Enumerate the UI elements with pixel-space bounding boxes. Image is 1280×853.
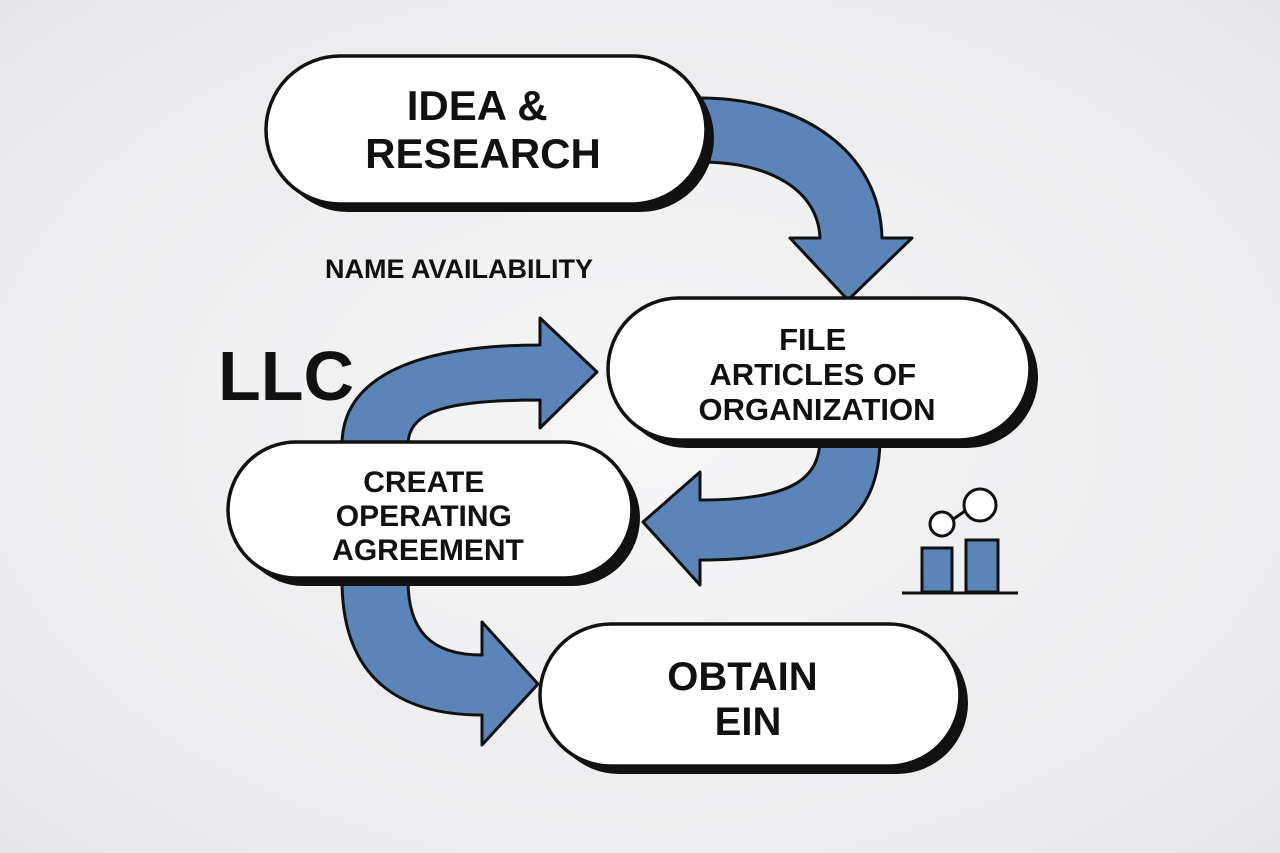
step-file-articles: FILE ARTICLES OF ORGANIZATION	[606, 296, 1038, 448]
step-label-line: IDEA &	[407, 82, 548, 129]
step-create-agreement: CREATE OPERATING AGREEMENT	[226, 440, 640, 586]
icon-node-small	[928, 510, 956, 538]
step-box	[606, 296, 1032, 442]
svg-text:FILE ARTICLES OF O: FILE ARTICLES OF ORGANIZATION	[698, 322, 935, 427]
flow-arrows	[340, 96, 914, 747]
step-idea-research: IDEA & RESEARCH	[264, 54, 714, 212]
step-box	[264, 54, 708, 206]
step-box	[538, 622, 962, 768]
step-label-line: OBTAIN	[667, 655, 817, 699]
icon-bar-right	[964, 538, 1000, 594]
step-label-line: OPERATING	[336, 500, 512, 533]
step-label-line: EIN	[715, 700, 782, 744]
diagram-title: LLC	[218, 337, 354, 415]
bar-chart-network-icon	[902, 487, 1018, 595]
step-label-line: CREATE	[363, 466, 484, 499]
step-obtain-ein: OBTAIN EIN	[538, 622, 968, 774]
icon-node-large	[962, 487, 998, 523]
icon-bar-left	[920, 546, 954, 594]
step-label-line: ARTICLES OF	[709, 357, 916, 392]
arrow-create-to-file	[340, 316, 599, 447]
step-label-line: RESEARCH	[365, 130, 601, 177]
svg-text:IDEA & RESEARCH: IDEA & RESEARCH	[365, 82, 601, 177]
svg-text:CREATE OPERATING A: CREATE OPERATING AGREEMENT	[332, 466, 524, 567]
step-label-line: AGREEMENT	[332, 534, 524, 567]
arrow-create-to-obtain	[340, 578, 540, 747]
diagram-subtitle: NAME AVAILABILITY	[325, 254, 593, 284]
arrow-idea-to-file	[698, 96, 914, 302]
step-box	[226, 440, 634, 580]
step-label-line: ORGANIZATION	[698, 392, 935, 427]
step-label-line: FILE	[779, 322, 846, 357]
arrow-file-to-create	[641, 436, 882, 587]
svg-text:OBTAIN EIN: OBTAIN EIN	[667, 655, 828, 744]
